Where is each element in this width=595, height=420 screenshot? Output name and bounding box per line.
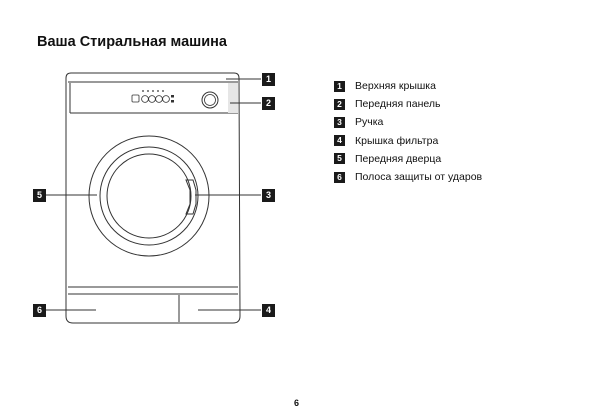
legend-label: Ручка xyxy=(355,116,384,129)
callout-lines xyxy=(45,78,261,311)
legend-item: 2 Передняя панель xyxy=(334,95,482,113)
legend-number: 5 xyxy=(334,153,345,165)
program-knob xyxy=(201,91,219,109)
legend-item: 3 Ручка xyxy=(334,113,482,131)
indicator-lights xyxy=(142,90,164,92)
callout-handle: 3 xyxy=(262,189,275,202)
legend-number: 2 xyxy=(334,98,345,110)
callout-filter-cover: 4 xyxy=(262,304,275,317)
callout-bumper-strip: 6 xyxy=(33,304,46,317)
legend-label: Передняя панель xyxy=(355,98,441,111)
callout-top-cover: 1 xyxy=(262,73,275,86)
callout-front-panel: 2 xyxy=(262,97,275,110)
page-number: 6 xyxy=(294,398,300,408)
legend-number: 1 xyxy=(334,80,345,92)
legend-item: 1 Верхняя крышка xyxy=(334,77,482,95)
legend-label: Крышка фильтра xyxy=(355,134,439,147)
legend-number: 6 xyxy=(334,171,345,183)
legend-label: Передняя дверца xyxy=(355,152,442,165)
page-title: Ваша Стиральная машина xyxy=(37,34,227,50)
legend-number: 4 xyxy=(334,135,345,147)
legend-item: 4 Крышка фильтра xyxy=(334,132,482,150)
control-buttons xyxy=(131,94,174,103)
legend-label: Полоса защиты от ударов xyxy=(355,171,483,184)
legend-item: 6 Полоса защиты от ударов xyxy=(334,168,482,186)
legend-label: Верхняя крышка xyxy=(355,80,436,93)
legend-number: 3 xyxy=(334,116,345,128)
callout-front-door: 5 xyxy=(33,189,46,202)
legend-item: 5 Передняя дверца xyxy=(334,150,482,168)
